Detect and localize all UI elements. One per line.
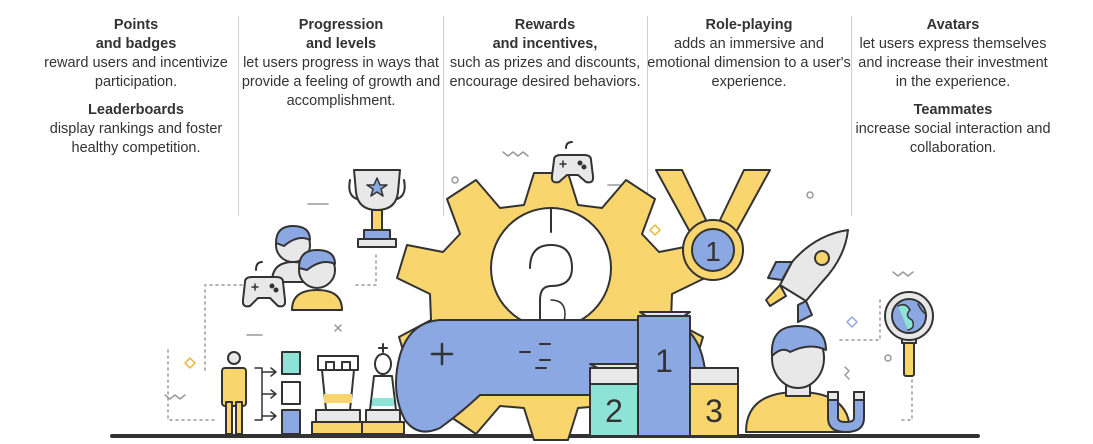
column-divider	[443, 16, 444, 216]
chess-king-icon	[361, 343, 405, 435]
title-line: Rewards	[514, 17, 576, 33]
block-role-playing: Role-playing adds an immersive and emoti…	[647, 16, 851, 92]
block-points-badges: Points and badges reward users and incen…	[34, 16, 238, 92]
description: display rankings and foster healthy comp…	[49, 121, 223, 156]
title-line: Points	[113, 17, 159, 33]
title-line: and badges	[95, 36, 177, 52]
block-avatars: Avatars let users express themselves and…	[851, 16, 1055, 92]
chess-rook-icon	[311, 355, 365, 435]
avatar-front	[291, 249, 343, 311]
magnet-icon	[827, 391, 865, 433]
trophy-icon	[348, 169, 406, 248]
block-teammates: Teammates increase social interaction an…	[851, 101, 1055, 158]
title-line: Role-playing	[705, 17, 793, 33]
title-line: Teammates	[913, 102, 993, 118]
small-gamepad-icon	[550, 141, 595, 184]
column-avatars-teammates: Avatars let users express themselves and…	[851, 16, 1055, 167]
person-figure	[221, 351, 247, 435]
column-divider	[851, 16, 852, 216]
podium	[589, 311, 739, 437]
title-line: and levels	[305, 36, 377, 52]
progress-arrows	[254, 367, 277, 421]
description: reward users and incentivize participati…	[44, 55, 228, 90]
block-progression-levels: Progression and levels let users progres…	[239, 16, 443, 111]
user-avatar	[745, 325, 851, 433]
podium-second-label: 2	[605, 393, 623, 429]
diamond-shapes	[184, 224, 858, 369]
level-blocks	[281, 351, 301, 435]
description: such as prizes and discounts, encourage …	[449, 55, 641, 90]
column-rewards-incentives: Rewards and incentives, such as prizes a…	[443, 16, 647, 101]
title-line: Leaderboards	[88, 102, 184, 118]
column-divider	[238, 16, 239, 216]
title-line: Progression	[298, 17, 384, 33]
rocket-icon	[765, 229, 849, 323]
medal-number: 1	[705, 236, 721, 267]
title-line: and incentives,	[492, 36, 598, 52]
block-leaderboards: Leaderboards display rankings and foster…	[34, 101, 238, 158]
medal-icon	[655, 169, 771, 281]
column-divider	[647, 16, 648, 216]
description: adds an immersive and emotional dimensio…	[647, 36, 851, 90]
column-points-badges: Points and badges reward users and incen…	[34, 16, 238, 167]
column-progression-levels: Progression and levels let users progres…	[239, 16, 443, 120]
podium-first-label: 1	[655, 343, 673, 379]
description: increase social interaction and collabor…	[855, 121, 1051, 156]
description: let users progress in ways that provide …	[241, 55, 441, 109]
block-rewards-incentives: Rewards and incentives, such as prizes a…	[443, 16, 647, 92]
podium-third-label: 3	[705, 393, 723, 429]
gamepad-icon	[241, 261, 287, 308]
globe-magnifier-icon	[884, 291, 934, 377]
description: let users express themselves and increas…	[858, 36, 1048, 90]
title-line: Avatars	[926, 17, 980, 33]
column-role-playing: Role-playing adds an immersive and emoti…	[647, 16, 851, 101]
